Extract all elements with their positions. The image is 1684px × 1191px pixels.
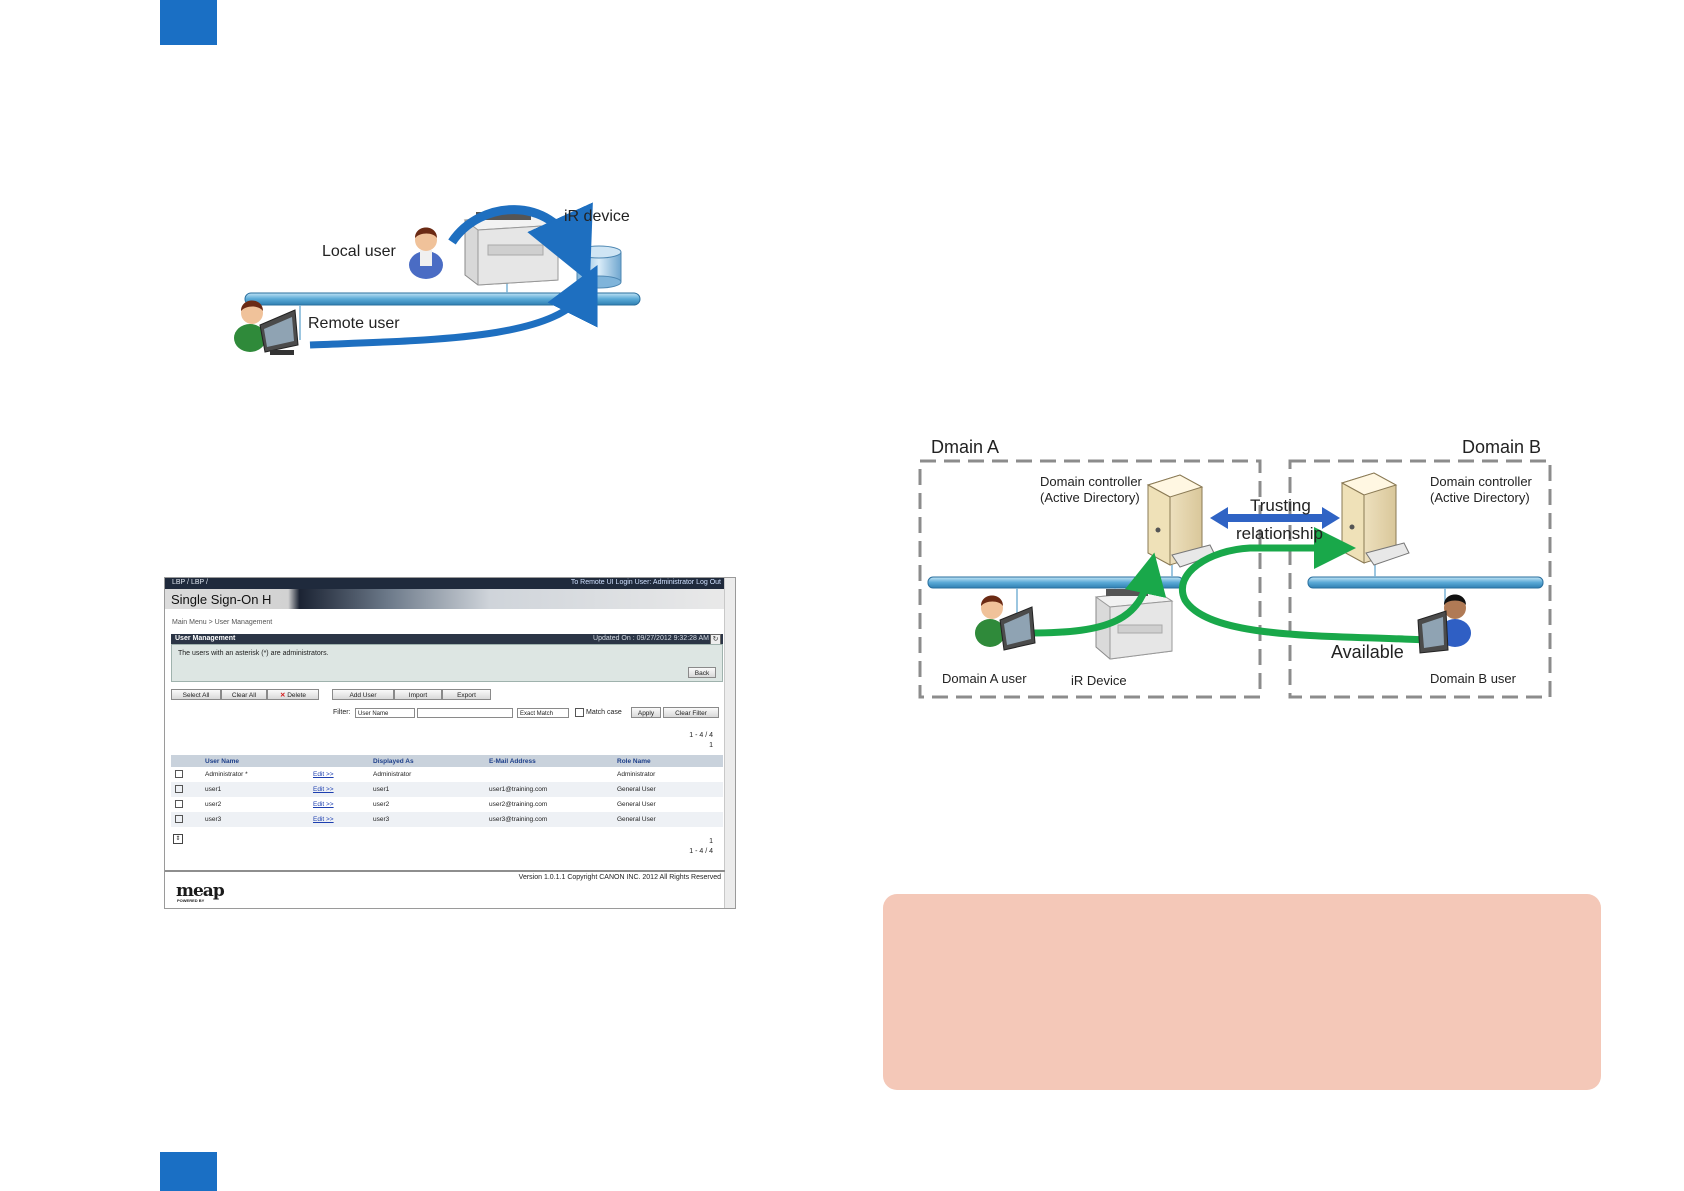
page-number-top[interactable]: 1 (709, 742, 713, 749)
bottom-page-marker (160, 1152, 217, 1191)
user-name: user3 (205, 816, 221, 823)
local-user-label: Local user (322, 243, 396, 261)
row-checkbox[interactable] (175, 815, 183, 823)
table-row: user1 Edit >> user1 user1@training.com Ge… (171, 782, 723, 797)
edit-link[interactable]: Edit >> (313, 801, 334, 808)
table-row: user3 Edit >> user3 user3@training.com Ge… (171, 812, 723, 827)
displayed-as: user3 (369, 812, 485, 827)
local-user-icon (409, 228, 443, 280)
right-server-icon (1342, 473, 1409, 565)
import-button[interactable]: Import (394, 689, 442, 700)
domain-a-user-label: Domain A user (942, 671, 1027, 686)
email-address: user3@training.com (485, 812, 613, 827)
note-box (883, 894, 1601, 1090)
panel-body: The users with an asterisk (*) are admin… (171, 644, 723, 682)
user-name: Administrator * (205, 771, 248, 778)
updated-on: Updated On : 09/27/2012 9:32:28 AM (593, 635, 709, 642)
login-links[interactable]: To Remote UI Login User: Administrator L… (571, 579, 721, 586)
add-user-button[interactable]: Add User (332, 689, 394, 700)
clear-all-button[interactable]: Clear All (221, 689, 267, 700)
domain-a-label: Dmain A (931, 437, 999, 458)
paging-top: 1 - 4 / 4 (689, 732, 713, 739)
col-displayed-as[interactable]: Displayed As (369, 755, 485, 767)
email-address: user1@training.com (485, 782, 613, 797)
match-type-select[interactable]: Exact Match (517, 708, 569, 718)
col-role-name[interactable]: Role Name (613, 755, 723, 767)
table-header-row: User Name Displayed As E-Mail Address Ro… (171, 755, 723, 767)
export-button[interactable]: Export (442, 689, 491, 700)
screenshot-title: Single Sign-On H (171, 592, 271, 607)
page-number-bottom[interactable]: 1 (709, 838, 713, 845)
left-server-icon (1148, 475, 1215, 567)
version-text: Version 1.0.1.1 Copyright CANON INC. 201… (519, 874, 721, 881)
device-path: LBP / LBP / (172, 579, 208, 586)
select-toggle-icon[interactable]: ⇕ (173, 834, 183, 844)
dc-right-line1: Domain controller (1430, 474, 1532, 489)
select-all-button[interactable]: Select All (171, 689, 221, 700)
trusting-label: Trusting (1250, 496, 1311, 516)
dc-left-line1: Domain controller (1040, 474, 1142, 489)
remote-user-label: Remote user (308, 315, 400, 333)
role-name: General User (613, 782, 723, 797)
domain-b-user-icon (1418, 595, 1471, 654)
edit-link[interactable]: Edit >> (313, 771, 334, 778)
displayed-as: Administrator (369, 767, 485, 782)
user-table: User Name Displayed As E-Mail Address Ro… (171, 755, 723, 827)
database-icon (577, 246, 621, 288)
domain-a-user-icon (975, 596, 1035, 651)
role-name: General User (613, 797, 723, 812)
table-row: user2 Edit >> user2 user2@training.com Ge… (171, 797, 723, 812)
filter-label: Filter: (333, 709, 351, 716)
paging-bottom: 1 - 4 / 4 (689, 848, 713, 855)
filter-field-select[interactable]: User Name (355, 708, 415, 718)
screenshot-title-bar: Single Sign-On H (165, 589, 725, 609)
edit-link[interactable]: Edit >> (313, 786, 334, 793)
email-address (485, 767, 613, 782)
domain-b-label: Domain B (1462, 437, 1541, 458)
clear-filter-button[interactable]: Clear Filter (663, 707, 719, 718)
screenshot-top-bar: LBP / LBP / To Remote UI Login User: Adm… (165, 578, 725, 589)
delete-label: Delete (287, 692, 306, 699)
breadcrumb[interactable]: Main Menu > User Management (172, 619, 272, 626)
top-page-marker (160, 0, 217, 45)
row-checkbox[interactable] (175, 770, 183, 778)
displayed-as: user1 (369, 782, 485, 797)
delete-button[interactable]: ✕ Delete (267, 689, 319, 700)
email-address: user2@training.com (485, 797, 613, 812)
filter-text-input[interactable] (417, 708, 513, 718)
header-checkbox-column (171, 755, 201, 767)
remote-user-icon (234, 301, 298, 356)
role-name: Administrator (613, 767, 723, 782)
role-name: General User (613, 812, 723, 827)
meap-logo-sub: POWERED BY (177, 898, 204, 903)
panel-header: User Management Updated On : 09/27/2012 … (171, 634, 723, 644)
col-user-name[interactable]: User Name (201, 755, 369, 767)
user-name: user2 (205, 801, 221, 808)
footer-divider (165, 870, 725, 872)
domain-b-user-label: Domain B user (1430, 671, 1516, 686)
apply-button[interactable]: Apply (631, 707, 661, 718)
ir-device-label-2: iR Device (1071, 673, 1127, 688)
meap-logo: meap POWERED BY (176, 881, 224, 901)
dc-right-line2: (Active Directory) (1430, 490, 1530, 505)
match-case-checkbox[interactable] (575, 708, 584, 717)
row-checkbox[interactable] (175, 800, 183, 808)
displayed-as: user2 (369, 797, 485, 812)
col-email-address[interactable]: E-Mail Address (485, 755, 613, 767)
delete-icon: ✕ (280, 692, 285, 699)
scrollbar[interactable] (724, 578, 735, 908)
match-case-label: Match case (586, 709, 622, 716)
edit-link[interactable]: Edit >> (313, 816, 334, 823)
back-button[interactable]: Back (688, 667, 716, 678)
relationship-label: relationship (1236, 524, 1323, 544)
panel-title: User Management (175, 635, 235, 642)
available-label: Available (1331, 642, 1404, 663)
row-checkbox[interactable] (175, 785, 183, 793)
ir-device-label: iR device (564, 208, 630, 226)
admin-note: The users with an asterisk (*) are admin… (178, 650, 329, 657)
user-name: user1 (205, 786, 221, 793)
user-management-screenshot: LBP / LBP / To Remote UI Login User: Adm… (164, 577, 736, 909)
dc-left-line2: (Active Directory) (1040, 490, 1140, 505)
table-row: Administrator * Edit >> Administrator Adm… (171, 767, 723, 782)
